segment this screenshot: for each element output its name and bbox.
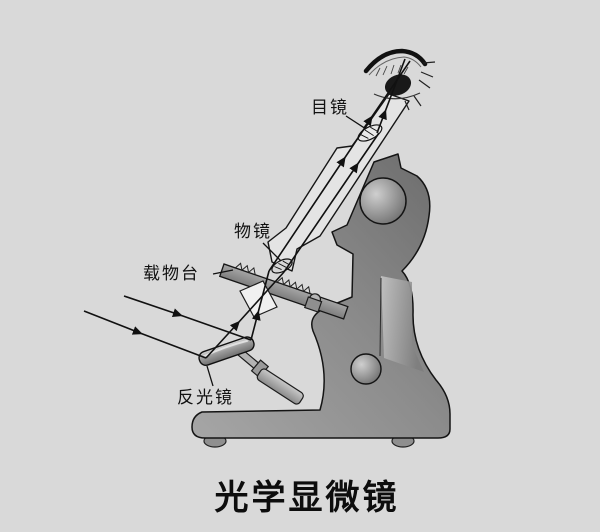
reflector-mirror bbox=[198, 336, 255, 366]
incoming-light-ray bbox=[83, 310, 207, 359]
reflector-leader-line bbox=[206, 365, 214, 387]
pillar-edge-line bbox=[379, 277, 382, 357]
stage-label: 载物台 bbox=[143, 264, 200, 283]
diagram-title: 光学显微镜 bbox=[214, 479, 400, 517]
eye-light-ray bbox=[376, 58, 406, 134]
objective-leader-line bbox=[262, 242, 282, 262]
eyelid-sketch-line bbox=[368, 56, 422, 76]
stage-leader-line bbox=[212, 269, 234, 275]
mirror-handle bbox=[235, 347, 304, 405]
stage-clip bbox=[303, 293, 323, 313]
reflected-light-ray bbox=[205, 271, 285, 359]
eyepiece-lens bbox=[357, 124, 383, 142]
pillar-highlight bbox=[381, 276, 424, 372]
microscope-arm-and-base bbox=[191, 153, 451, 439]
eyelashes-right bbox=[404, 61, 436, 111]
label-leader-lines bbox=[206, 115, 367, 387]
eyepiece-label: 目镜 bbox=[311, 98, 349, 117]
eyepiece-leader-line bbox=[345, 115, 367, 130]
fine-focus-knob bbox=[350, 353, 382, 385]
eye-pupil bbox=[384, 74, 412, 96]
stage-texture-right bbox=[276, 276, 311, 294]
lower-eyelid bbox=[373, 92, 421, 100]
eyelash-shading bbox=[375, 64, 409, 77]
tube-light-ray bbox=[283, 132, 380, 273]
reflected-light-ray bbox=[250, 270, 270, 341]
stage-texture-left bbox=[235, 262, 256, 275]
upper-eyelid bbox=[363, 48, 428, 74]
incoming-light-ray bbox=[123, 295, 252, 341]
reflector-label: 反光镜 bbox=[177, 388, 234, 407]
tube-light-ray bbox=[268, 125, 367, 272]
coarse-focus-knob bbox=[359, 177, 407, 225]
light-rays bbox=[83, 58, 411, 359]
eye-icon bbox=[363, 48, 436, 111]
objective-label: 物镜 bbox=[234, 222, 272, 241]
